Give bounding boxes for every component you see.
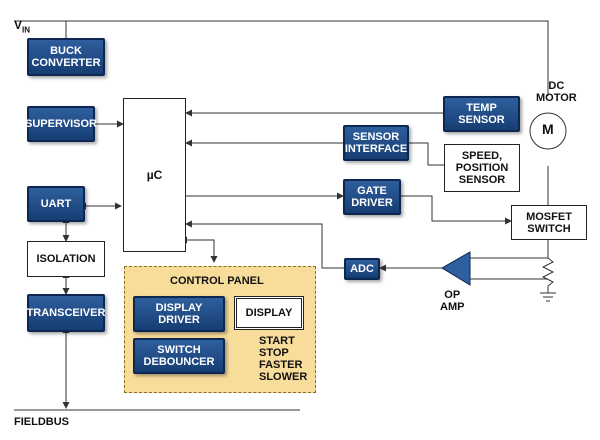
gate-driver-block: GATE DRIVER [343, 179, 401, 215]
op-amp-label: OP AMP [440, 289, 465, 313]
temp-sensor-block: TEMP SENSOR [443, 96, 520, 132]
uc-to-control-panel [180, 236, 218, 263]
vin-main-text: V [14, 18, 23, 32]
adc-to-uc [185, 220, 344, 269]
opamp-triangle [441, 251, 471, 286]
display-block: DISPLAY [234, 296, 304, 330]
speed-to-sensorif [409, 142, 444, 166]
buck-converter-block: BUCK CONVERTER [27, 38, 105, 76]
microcontroller-block: µC [123, 98, 186, 252]
motor-circle [529, 112, 567, 150]
display-driver-block: DISPLAY DRIVER [133, 296, 225, 332]
switch-debouncer-block: SWITCH DEBOUNCER [133, 338, 225, 374]
vin-label: VIN [14, 7, 30, 36]
shunt-resistor [541, 257, 555, 287]
adc-block: ADC [344, 258, 380, 280]
gate-to-mosfet [401, 195, 512, 225]
fieldbus-label: FIELDBUS [14, 416, 69, 428]
control-panel-title: CONTROL PANEL [170, 275, 264, 287]
switch-actions-list: START STOP FASTER SLOWER [259, 335, 308, 383]
ground-symbol [540, 292, 556, 302]
speed-position-sensor-block: SPEED, POSITION SENSOR [444, 144, 520, 192]
vin-subscript: IN [22, 25, 31, 35]
dc-motor-label: DC MOTOR [536, 80, 577, 104]
sensor-interface-block: SENSOR INTERFACE [343, 125, 409, 161]
supervisor-block: SUPERVISOR [25, 106, 97, 142]
motor-symbol-label: M [542, 121, 554, 137]
transceiver-block: TRANSCEIVER [27, 294, 105, 332]
isolation-block: ISOLATION [27, 241, 105, 277]
vin-rail [14, 20, 549, 96]
mosfet-switch-block: MOSFET SWITCH [511, 205, 587, 240]
uart-block: UART [27, 186, 85, 222]
